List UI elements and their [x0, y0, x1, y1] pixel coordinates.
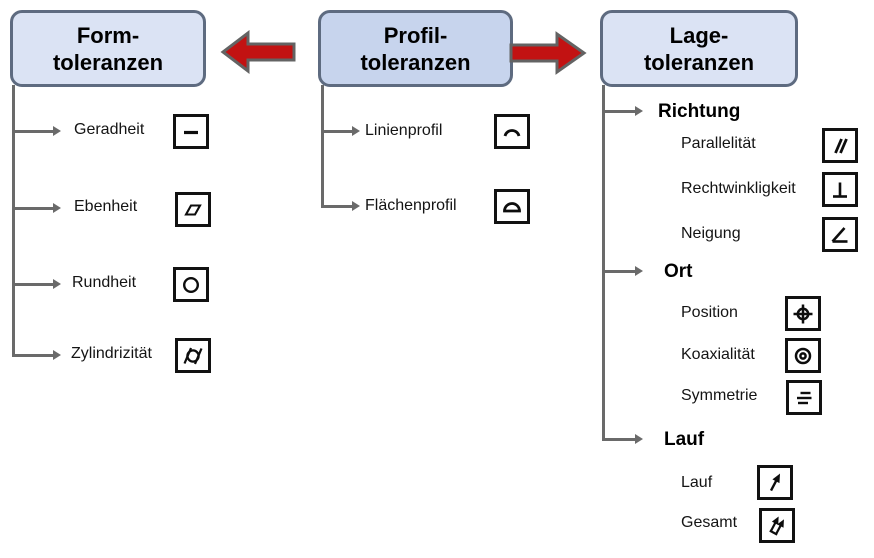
lage-box-title-line1: Lage-	[669, 22, 729, 48]
profil-box-title-line2: toleranzen	[360, 49, 471, 75]
form-item-label: Zylindrizität	[71, 345, 152, 362]
position-icon	[785, 296, 821, 331]
profil-item-label: Linienprofil	[365, 122, 443, 139]
line-profile-icon	[494, 114, 530, 149]
lage-item-label: Lauf	[681, 474, 713, 491]
lage-item-label: Parallelität	[681, 135, 756, 152]
profil-branch-line	[321, 130, 352, 133]
branch-arrowhead-icon	[635, 266, 643, 276]
branch-arrowhead-icon	[53, 203, 61, 213]
lage-box-title-line2: toleranzen	[643, 49, 755, 75]
lage-tolerances-box: Lage- toleranzen	[600, 10, 798, 87]
profil-branch-line	[321, 205, 352, 208]
roundness-icon	[173, 267, 209, 302]
symmetry-icon	[786, 380, 822, 415]
branch-arrowhead-icon	[635, 434, 643, 444]
form-branch-line	[12, 207, 53, 210]
angularity-icon	[822, 217, 858, 252]
profil-item-label: Flächenprofil	[365, 197, 457, 214]
lage-group-title: Ort	[664, 261, 693, 282]
form-box-title-line2: toleranzen	[52, 49, 164, 75]
lage-group-title: Richtung	[658, 101, 741, 122]
form-box-title-line1: Form-	[76, 22, 140, 48]
form-tolerances-box: Form- toleranzen	[10, 10, 206, 87]
form-branch-line	[12, 354, 53, 357]
runout-icon	[757, 465, 793, 500]
form-item-label: Ebenheit	[74, 198, 138, 215]
lage-item-label: Rechtwinkligkeit	[681, 180, 796, 197]
lage-item-label: Position	[681, 304, 738, 321]
form-tree-trunk	[12, 85, 15, 357]
branch-arrowhead-icon	[53, 126, 61, 136]
profil-tolerances-box: Profil- toleranzen	[318, 10, 513, 87]
perpendicularity-icon	[822, 172, 858, 207]
arrow-left-icon	[220, 30, 296, 74]
form-branch-line	[12, 283, 53, 286]
branch-arrowhead-icon	[635, 106, 643, 116]
lage-group-title: Lauf	[664, 429, 705, 450]
lage-branch-line	[602, 270, 635, 273]
parallelism-icon	[822, 128, 858, 163]
profil-box-title-line1: Profil-	[383, 22, 448, 48]
profil-tree-trunk	[321, 85, 324, 208]
lage-branch-line	[602, 110, 635, 113]
lage-tree-trunk	[602, 85, 605, 441]
cylindricity-icon	[175, 338, 211, 373]
form-item-label: Geradheit	[74, 121, 145, 138]
surface-profile-icon	[494, 189, 530, 224]
lage-item-label: Neigung	[681, 225, 741, 242]
form-branch-line	[12, 130, 53, 133]
branch-arrowhead-icon	[352, 126, 360, 136]
total-runout-icon	[759, 508, 795, 543]
form-item-label: Rundheit	[72, 274, 137, 291]
flatness-icon	[175, 192, 211, 227]
lage-branch-line	[602, 438, 635, 441]
branch-arrowhead-icon	[352, 201, 360, 211]
lage-item-label: Gesamt	[681, 514, 738, 531]
branch-arrowhead-icon	[53, 279, 61, 289]
lage-item-label: Symmetrie	[681, 387, 758, 404]
lage-item-label: Koaxialität	[681, 346, 755, 363]
concentricity-icon	[785, 338, 821, 373]
straightness-icon	[173, 114, 209, 149]
arrow-right-icon	[509, 31, 587, 75]
branch-arrowhead-icon	[53, 350, 61, 360]
